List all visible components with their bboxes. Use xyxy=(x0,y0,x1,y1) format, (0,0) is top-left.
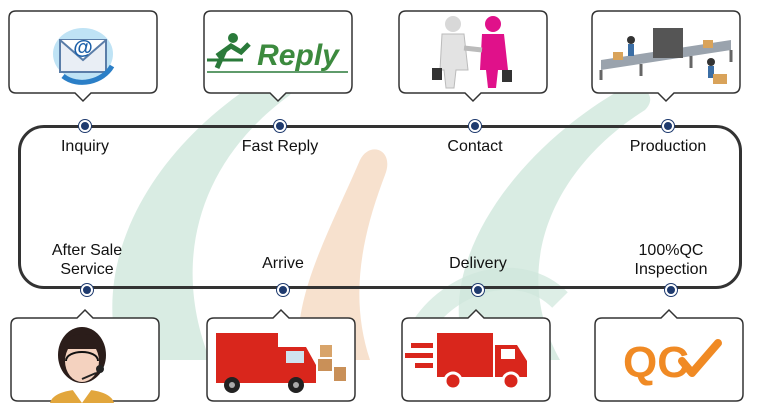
step-label-bottom-2: Delivery xyxy=(449,254,507,273)
qc-logo-icon: QC xyxy=(623,338,722,387)
step-card-top-0: @ xyxy=(8,10,160,105)
process-loop-track xyxy=(18,125,742,289)
step-dot-bottom-0 xyxy=(81,284,93,296)
step-label-line: Service xyxy=(60,261,114,278)
step-label-bottom-3: 100%QC Inspection xyxy=(635,241,708,279)
step-label-bottom-1: Arrive xyxy=(262,254,304,273)
fast-truck-icon xyxy=(405,333,527,391)
step-label-top-0: Inquiry xyxy=(60,138,110,155)
step-label-line: 100%QC xyxy=(638,242,704,259)
factory-line-icon xyxy=(599,28,733,84)
step-dot-bottom-1 xyxy=(277,284,289,296)
step-card-bottom-0 xyxy=(10,308,162,404)
email-icon: @ xyxy=(53,28,115,85)
svg-text:@: @ xyxy=(73,37,93,59)
handshake-icon xyxy=(432,16,512,89)
step-card-top-2 xyxy=(398,10,550,105)
step-card-top-3 xyxy=(591,10,743,105)
step-label-line: Delivery xyxy=(449,255,507,272)
delivery-truck-icon xyxy=(216,333,346,393)
svg-text:Reply: Reply xyxy=(257,39,340,72)
step-label-line: Arrive xyxy=(262,255,304,272)
step-dot-top-3 xyxy=(662,120,674,132)
step-dot-bottom-2 xyxy=(472,284,484,296)
reply-logo-icon: Reply xyxy=(207,33,348,73)
step-dot-top-1 xyxy=(274,120,286,132)
step-label-top-3: Production xyxy=(629,138,707,155)
svg-text:QC: QC xyxy=(623,338,689,387)
step-dot-top-2 xyxy=(469,120,481,132)
step-label-line: After Sale xyxy=(51,242,123,259)
step-label-line: Inspection xyxy=(634,261,708,278)
step-card-bottom-3: QC xyxy=(594,308,746,404)
step-label-top-2: Contact xyxy=(447,138,503,155)
step-dot-top-0 xyxy=(79,120,91,132)
support-agent-icon xyxy=(50,327,114,403)
step-card-bottom-2 xyxy=(401,308,553,404)
step-card-bottom-1 xyxy=(206,308,358,404)
step-label-top-1: Fast Reply xyxy=(241,138,319,155)
step-card-top-1: Reply xyxy=(203,10,355,105)
step-dot-bottom-3 xyxy=(665,284,677,296)
